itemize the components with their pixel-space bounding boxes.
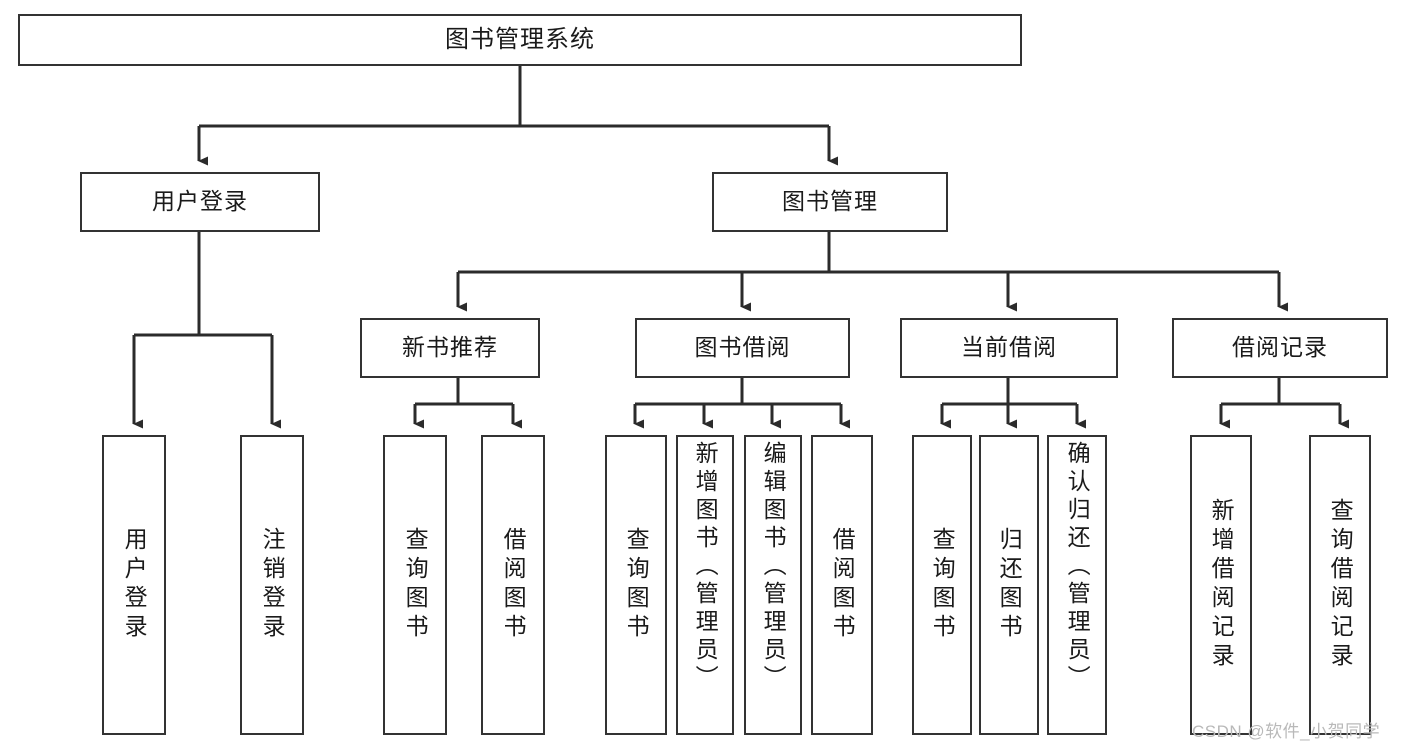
leaf-current-borrow-query-book[interactable]: 查询图书 [912,435,972,735]
node-label: 图书借阅 [694,334,791,361]
leaf-borrow-record-query-record[interactable]: 查询借阅记录 [1309,435,1371,735]
node-label: 借阅图书 [829,527,856,643]
node-label: 用户登录 [152,188,248,215]
node-label: 新增图书（管理员） [692,441,719,693]
leaf-current-borrow-confirm-return-admin[interactable]: 确认归还（管理员） [1047,435,1107,735]
leaf-book-borrow-query-book[interactable]: 查询图书 [605,435,667,735]
leaf-new-book-query-book[interactable]: 查询图书 [383,435,447,735]
node-label: 查询借阅记录 [1327,498,1354,672]
node-label: 归还图书 [996,527,1023,643]
node-label: 新书推荐 [402,334,498,361]
node-current-borrow[interactable]: 当前借阅 [900,318,1118,378]
leaf-book-borrow-borrow-book[interactable]: 借阅图书 [811,435,873,735]
node-label: 用户登录 [121,527,148,643]
leaf-user-login-login[interactable]: 用户登录 [102,435,166,735]
node-label: 查询图书 [402,527,429,643]
node-label: 编辑图书（管理员） [760,441,787,693]
node-label: 确认归还（管理员） [1064,441,1091,693]
leaf-book-borrow-edit-book-admin[interactable]: 编辑图书（管理员） [744,435,802,735]
node-book-borrow[interactable]: 图书借阅 [635,318,850,378]
node-label: 图书管理 [782,188,878,215]
node-label: 查询图书 [623,527,650,643]
node-label: 查询图书 [929,527,956,643]
node-label: 新增借阅记录 [1208,498,1235,672]
node-label: 借阅图书 [500,527,527,643]
node-label: 注销登录 [259,527,286,643]
node-book-management[interactable]: 图书管理 [712,172,948,232]
node-label: 图书管理系统 [445,25,595,53]
leaf-user-login-logout[interactable]: 注销登录 [240,435,304,735]
node-root-book-management-system[interactable]: 图书管理系统 [18,14,1022,66]
node-user-login[interactable]: 用户登录 [80,172,320,232]
leaf-borrow-record-add-record[interactable]: 新增借阅记录 [1190,435,1252,735]
node-label: 借阅记录 [1232,334,1328,361]
node-label: 当前借阅 [961,334,1057,361]
leaf-new-book-borrow-book[interactable]: 借阅图书 [481,435,545,735]
leaf-current-borrow-return-book[interactable]: 归还图书 [979,435,1039,735]
leaf-book-borrow-add-book-admin[interactable]: 新增图书（管理员） [676,435,734,735]
watermark-text: CSDN @软件_小贺同学 [1192,722,1381,741]
node-borrow-record[interactable]: 借阅记录 [1172,318,1388,378]
node-new-book-recommend[interactable]: 新书推荐 [360,318,540,378]
